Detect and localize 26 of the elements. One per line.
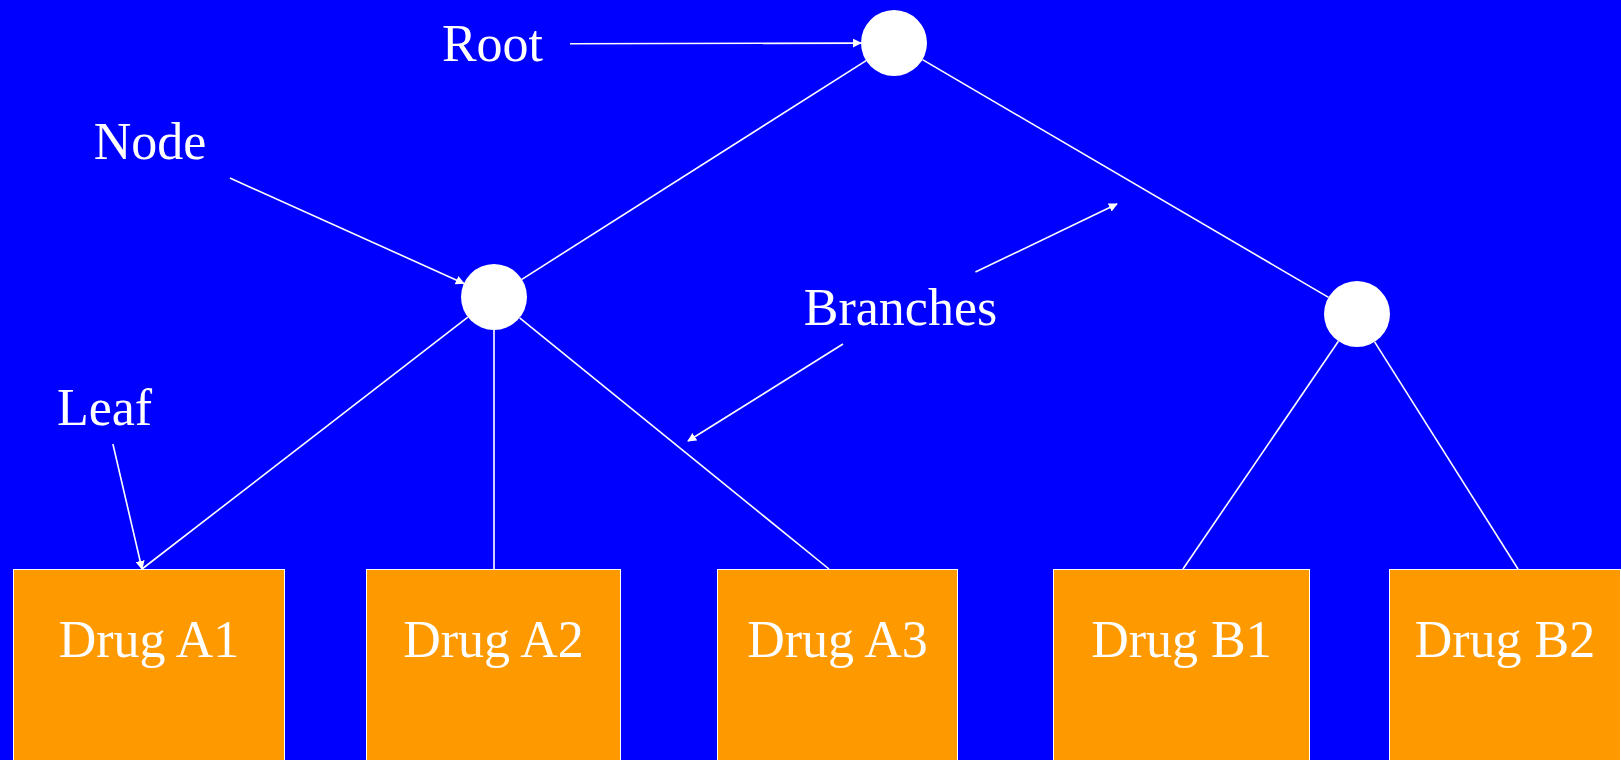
- drug-box: [13, 569, 285, 760]
- drug-box: [366, 569, 621, 760]
- annotation-label: Branches: [778, 280, 1023, 336]
- leader-arrow: [687, 343, 844, 442]
- annotation-label: Leaf: [42, 380, 167, 436]
- annotation-label: Root: [425, 16, 560, 72]
- branch-line: [141, 316, 469, 570]
- branch-line: [1182, 340, 1340, 570]
- drug-box: [1389, 569, 1621, 760]
- leader-arrow: [229, 177, 465, 285]
- drug-box: [717, 569, 958, 760]
- drug-label: Drug B2: [1414, 614, 1596, 666]
- branch-line: [493, 329, 495, 570]
- drug-label: Drug B1: [1091, 614, 1272, 666]
- branch-line: [518, 317, 830, 570]
- branch-line: [1373, 341, 1519, 570]
- drug-label: Drug A1: [58, 614, 240, 666]
- drug-box: [1053, 569, 1310, 760]
- leader-arrow: [112, 443, 145, 570]
- leader-arrow: [974, 203, 1118, 273]
- branch-line: [921, 58, 1330, 299]
- annotation-label: Node: [76, 114, 224, 170]
- drug-label: Drug A2: [403, 614, 584, 666]
- drug-label: Drug A3: [747, 614, 928, 666]
- leader-arrow: [569, 38, 862, 48]
- branch-line: [521, 59, 867, 281]
